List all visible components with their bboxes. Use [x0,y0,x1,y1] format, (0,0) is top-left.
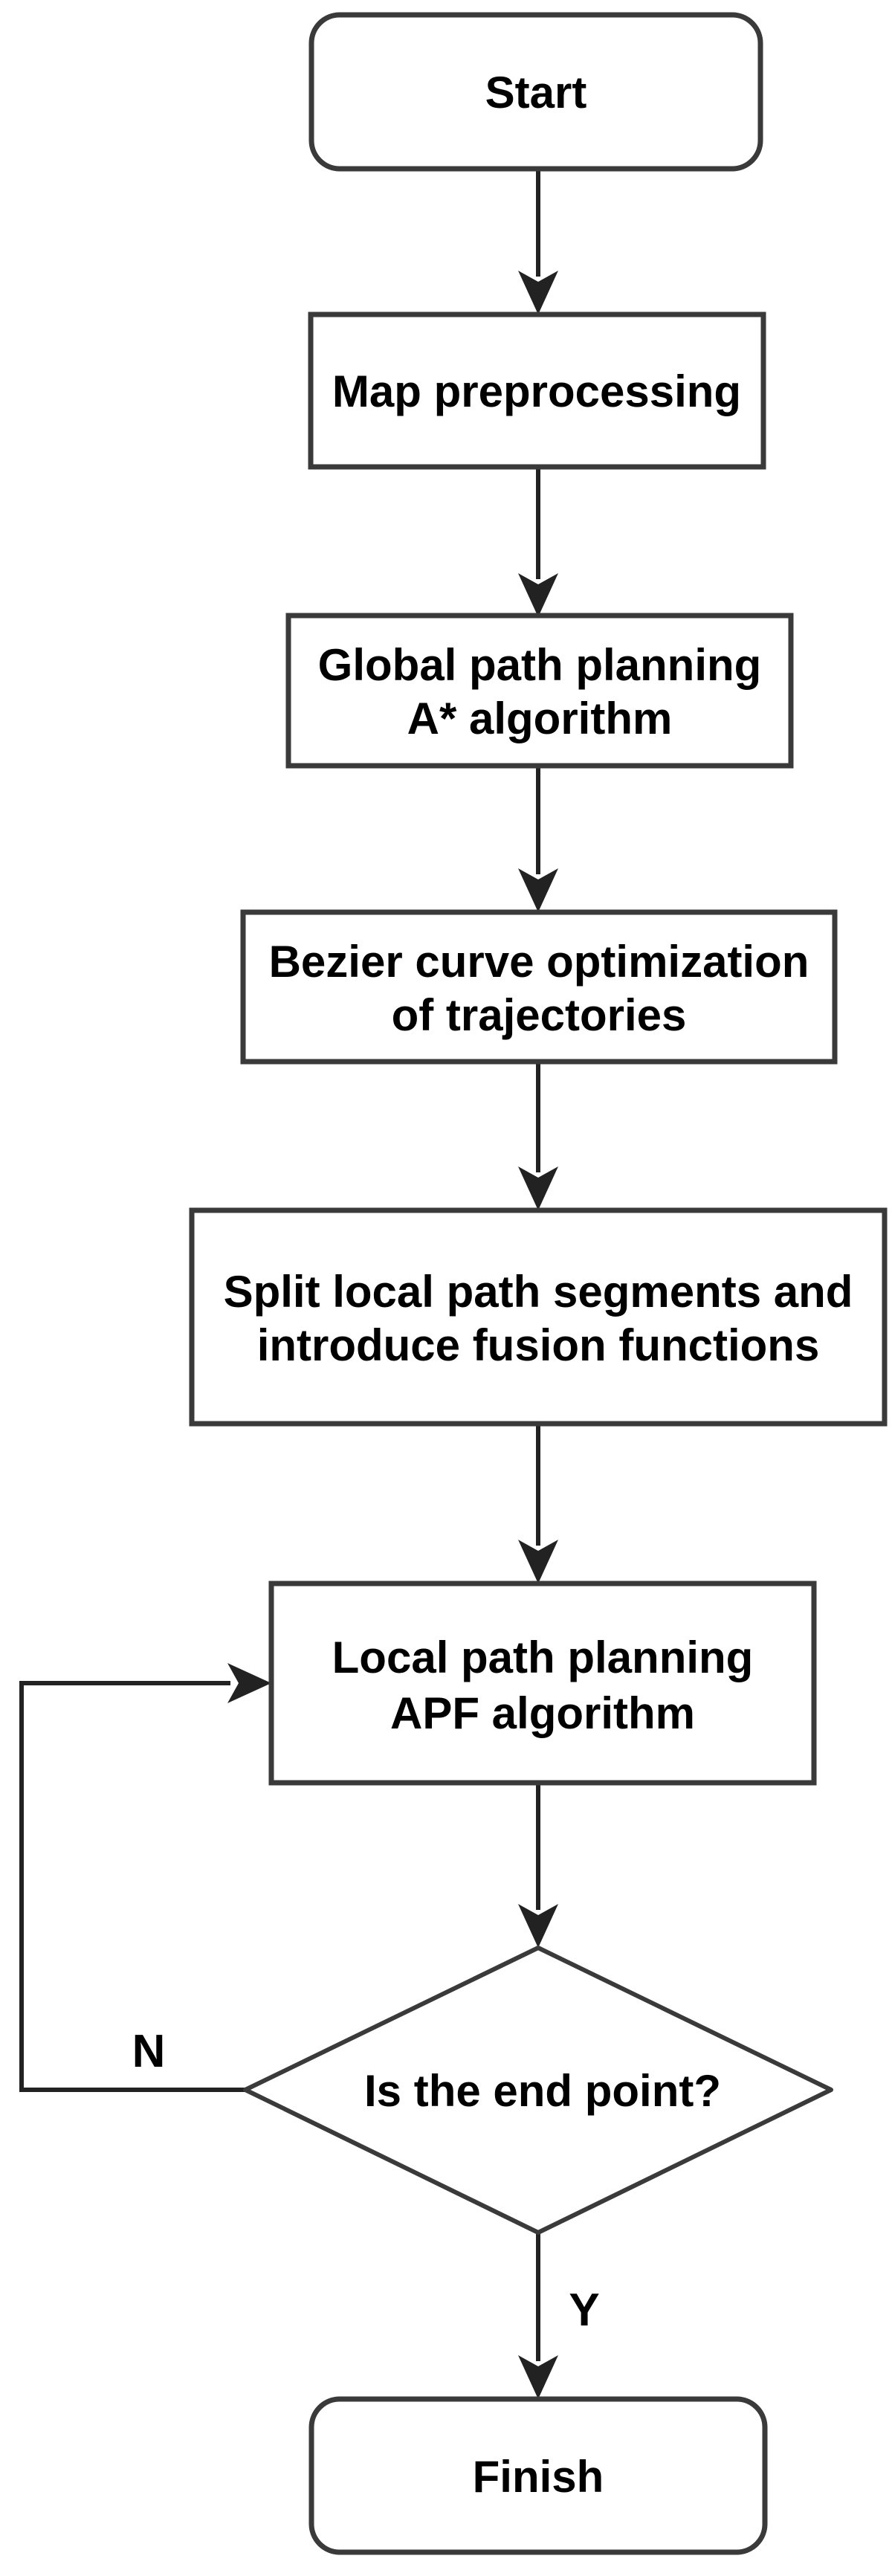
end-point-decision-label: Is the end point? [364,2066,721,2116]
bezier-optimization-node [240,909,838,1065]
split-segments-node [189,1207,888,1427]
labels: Start Map preprocessing Global path plan… [132,68,853,2502]
global-path-planning-label-line1: Global path planning [318,640,762,690]
bezier-optimization-label-line2: of trajectories [392,990,687,1040]
no-edge-label: N [132,2026,166,2077]
map-preprocessing-label: Map preprocessing [332,367,741,416]
arrowhead-global-to-bezier [518,868,558,912]
yes-edge-label: Y [569,2285,599,2336]
local-path-planning-label-line1: Local path planning [332,1633,754,1682]
local-path-planning-node [268,1581,817,1786]
global-path-planning-node [285,613,794,769]
local-path-planning-label-line2: APF algorithm [390,1688,695,1738]
loop-path-no-branch [19,1681,245,2092]
arrowhead-map-to-global [518,573,558,617]
finish-label: Finish [473,2452,604,2502]
map-preprocessing-node [308,311,766,470]
split-segments-label-line1: Split local path segments and [224,1267,853,1317]
end-point-decision-node [243,1946,833,2235]
finish-node [308,2396,768,2555]
global-path-planning-label-line2: A* algorithm [407,694,673,743]
edges [19,169,558,2399]
nodes [189,12,888,2555]
arrowhead-apf-to-decision [518,1904,558,1948]
arrowhead-decision-to-finish [518,2355,558,2399]
arrowhead-start-to-map [518,271,558,314]
arrowhead-split-to-apf [518,1540,558,1584]
split-segments-label-line2: introduce fusion functions [257,1320,820,1370]
arrowhead-no-branch-to-apf [227,1663,271,1703]
start-node [308,12,763,172]
bezier-optimization-label-line1: Bezier curve optimization [269,937,809,987]
start-label: Start [485,68,587,117]
arrowhead-bezier-to-split [518,1166,558,1210]
